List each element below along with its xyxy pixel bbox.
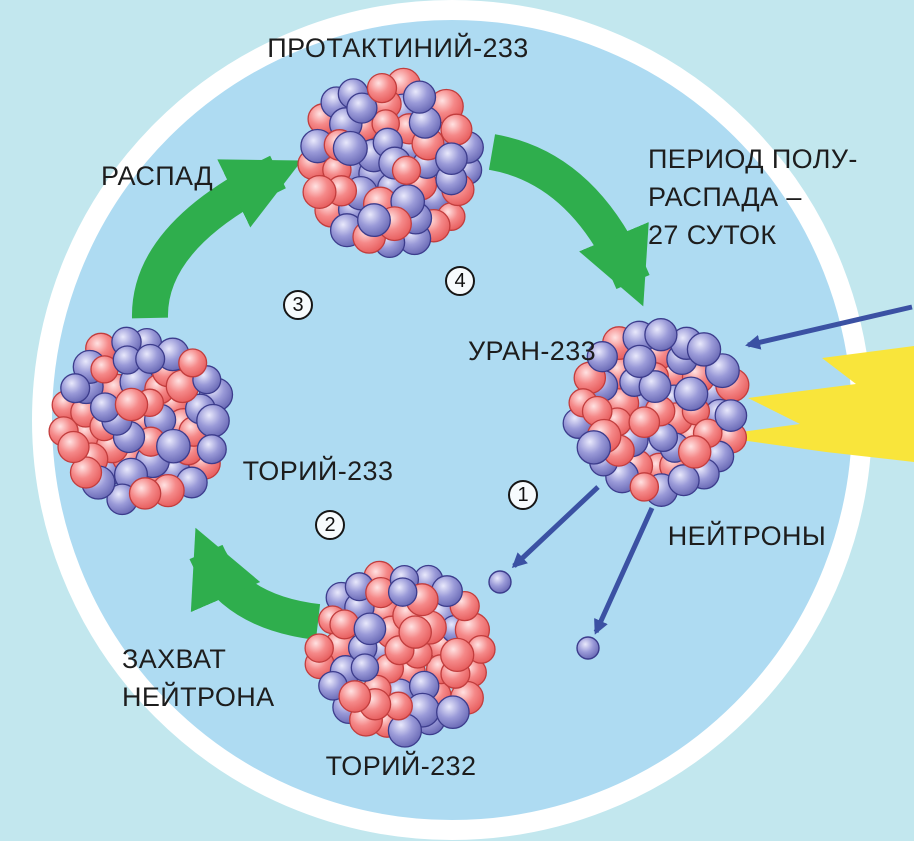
proton-sphere	[398, 615, 432, 649]
label-neutrons: НЕЙТРОНЫ	[667, 521, 827, 551]
proton-sphere	[677, 435, 712, 469]
neutron-particle-1	[488, 570, 512, 594]
arrow-neutron-capture	[189, 527, 321, 640]
neutron-sphere	[353, 612, 387, 646]
neutron-sphere	[196, 434, 227, 465]
lightning-bolt-icon	[712, 346, 914, 462]
nucleus-thorium-233	[48, 326, 234, 516]
proton-sphere	[114, 387, 149, 422]
arrow-decay	[132, 155, 302, 319]
label-uranium-233: УРАН-233	[467, 336, 597, 366]
proton-sphere	[128, 477, 162, 510]
label-half-life-line1: ПЕРИОД ПОЛУ-	[648, 144, 858, 174]
proton-sphere	[338, 680, 372, 713]
label-thorium-233: ТОРИЙ-233	[242, 456, 394, 486]
neutron-sphere	[135, 343, 166, 374]
proton-sphere	[57, 430, 90, 464]
neutron-sphere	[60, 373, 91, 404]
neutron-sphere	[436, 695, 470, 730]
neutron-sphere	[644, 318, 678, 352]
nucleus-thorium-232	[304, 560, 496, 748]
neutron-sphere	[638, 370, 672, 404]
proton-sphere	[302, 174, 337, 210]
neutron-particle-2	[576, 636, 600, 660]
proton-sphere	[178, 348, 208, 378]
proton-sphere	[629, 472, 660, 502]
proton-sphere	[366, 72, 398, 104]
emitted-neutron-arrow-1	[511, 485, 600, 569]
neutron-sphere	[667, 464, 700, 497]
label-half-life: ПЕРИОД ПОЛУ- РАСПАДА – 27 СУТОК	[648, 140, 858, 254]
label-neutron-capture-line2: НЕЙТРОНА	[122, 682, 275, 712]
neutron-sphere	[586, 341, 618, 373]
neutron-sphere	[156, 428, 191, 464]
incoming-neutron-arrow	[745, 304, 913, 350]
neutron-sphere	[387, 577, 418, 607]
label-neutron-capture-line1: ЗАХВАТ	[122, 644, 227, 674]
neutron-sphere	[357, 203, 391, 238]
neutron-sphere	[350, 653, 380, 682]
neutron-sphere	[332, 130, 368, 166]
emitted-neutron-arrow-2	[593, 506, 655, 635]
proton-sphere	[304, 633, 334, 663]
nucleus-protactinium-233	[297, 67, 484, 259]
label-decay: РАСПАД	[100, 161, 214, 191]
neutron-sphere	[346, 92, 378, 124]
neutron-sphere	[714, 399, 748, 432]
proton-sphere	[440, 113, 473, 146]
neutron-sphere	[623, 344, 657, 379]
neutron-sphere	[673, 376, 709, 412]
proton-sphere	[628, 406, 661, 439]
step-marker-4: 4	[445, 266, 475, 296]
neutron-sphere	[402, 80, 437, 114]
label-half-life-line2: РАСПАДА –	[648, 182, 802, 212]
step-marker-1: 1	[508, 480, 538, 510]
neutron-sphere	[576, 430, 612, 465]
neutron-sphere	[435, 142, 468, 176]
label-thorium-232: ТОРИЙ-232	[325, 751, 477, 781]
label-neutron-capture: ЗАХВАТ НЕЙТРОНА	[122, 640, 275, 716]
step-marker-3: 3	[283, 290, 313, 320]
nucleus-uranium-233	[562, 318, 750, 507]
label-half-life-line3: 27 СУТОК	[648, 220, 777, 250]
proton-sphere	[391, 155, 422, 185]
label-protactinium-233: ПРОТАКТИНИЙ-233	[267, 33, 529, 63]
step-marker-2: 2	[315, 510, 345, 540]
neutron-sphere	[196, 403, 230, 438]
proton-sphere	[440, 637, 475, 673]
neutron-sphere	[686, 332, 722, 367]
arrow-half-life-decay	[488, 134, 650, 307]
